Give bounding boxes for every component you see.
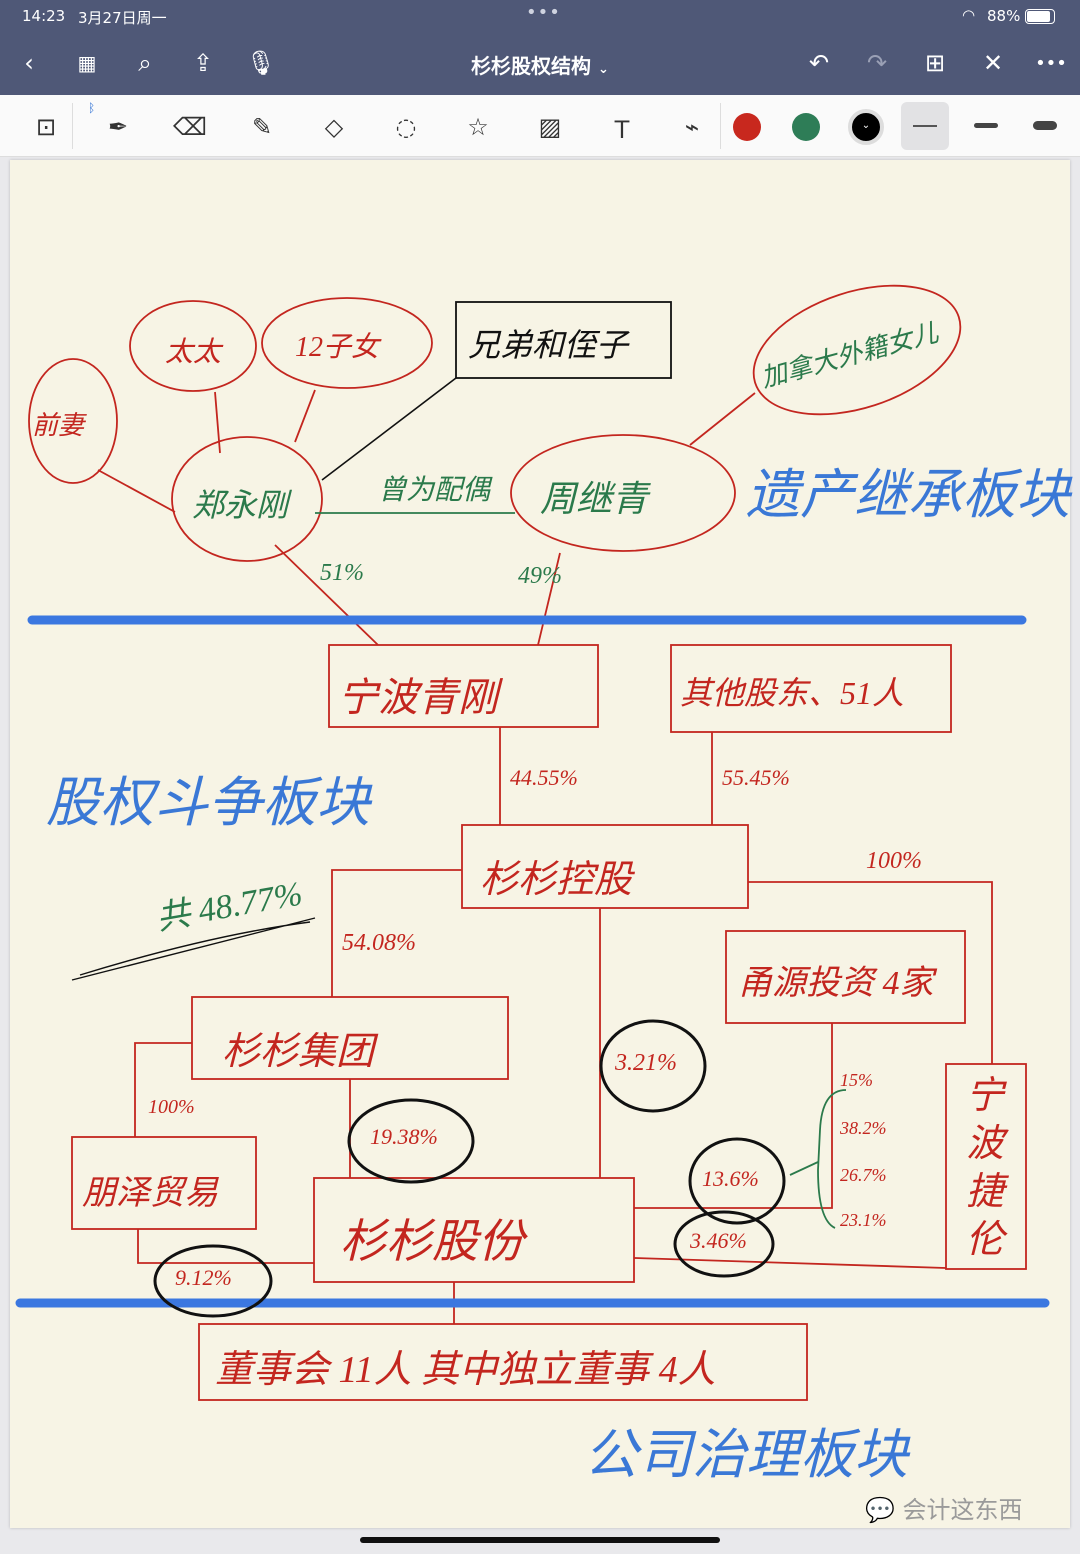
entity-ningbo-jielun: 宁波捷伦 bbox=[966, 1075, 1005, 1261]
stroke-thin-selected[interactable] bbox=[901, 102, 949, 150]
founder-label: 郑永刚 bbox=[192, 487, 289, 523]
pct-fund-to-shares: 13.6% bbox=[702, 1166, 759, 1191]
governance-section-label: 公司治理板块 bbox=[584, 1425, 908, 1485]
highlighter-icon[interactable]: ✎ bbox=[251, 113, 273, 141]
wife-label: 太太 bbox=[165, 337, 222, 368]
microphone-icon[interactable]: 🎙 bbox=[245, 49, 277, 77]
ellipse-ex-wife bbox=[28, 358, 118, 484]
stroke-medium[interactable] bbox=[974, 123, 998, 128]
equity-section-label: 股权斗争板块 bbox=[46, 773, 370, 833]
entity-fund: 甬源投资 4家 bbox=[738, 965, 934, 1002]
fund-part: 26.7% bbox=[840, 1165, 887, 1185]
image-icon[interactable]: ▨ bbox=[538, 113, 562, 141]
status-time: 14:23 bbox=[22, 7, 66, 25]
battery-percent: 88% bbox=[987, 7, 1021, 25]
nav-bar: ‹ ▦ ⌕ ⇪ 🎙 杉杉股权结构 ⌄ ↶ ↷ ⊞ ✕ ••• bbox=[0, 32, 1080, 95]
add-page-icon[interactable]: ⊞ bbox=[924, 49, 946, 77]
founder-pct: 51% bbox=[320, 560, 364, 586]
search-icon[interactable]: ⌕ bbox=[138, 49, 152, 77]
color-green[interactable] bbox=[792, 113, 820, 141]
divider bbox=[720, 103, 721, 149]
share-icon[interactable]: ⇪ bbox=[192, 49, 214, 77]
divider bbox=[72, 103, 73, 149]
entity-shares: 杉杉股份 bbox=[340, 1216, 524, 1267]
entity-holding: 杉杉控股 bbox=[480, 859, 633, 901]
color-black-selected[interactable]: ⌄ bbox=[848, 109, 884, 145]
pct-pengze-to-shares: 9.12% bbox=[175, 1265, 232, 1290]
sticker-icon[interactable]: ☆ bbox=[467, 113, 489, 141]
pct-holding-to-shares: 3.21% bbox=[615, 1050, 677, 1076]
ellipse-children bbox=[261, 297, 433, 389]
fund-part: 15% bbox=[840, 1070, 873, 1090]
fund-part: 23.1% bbox=[840, 1210, 887, 1230]
multitask-dots-icon[interactable]: ••• bbox=[526, 2, 561, 23]
pen-icon[interactable]: ✒ bbox=[107, 113, 129, 141]
bluetooth-icon: ᛒ bbox=[88, 101, 96, 115]
grid-icon[interactable]: ▦ bbox=[77, 51, 97, 75]
ex-wife-label: 前妻 bbox=[32, 411, 85, 440]
laser-pointer-icon[interactable]: ⌁ bbox=[684, 113, 700, 141]
entity-group: 杉杉集团 bbox=[222, 1031, 375, 1073]
wifi-icon: ◠ bbox=[962, 6, 976, 24]
entity-other-holders: 其他股东、51人 bbox=[680, 675, 905, 711]
spouse-pct: 49% bbox=[518, 563, 562, 589]
back-icon[interactable]: ‹ bbox=[24, 49, 34, 77]
zoom-window-icon[interactable]: ⊡ bbox=[35, 113, 57, 141]
tool-bar: ⊡ ᛒ ✒ ⌫ ✎ ◇ ◌ ☆ ▨ Ｔ ⌁ ⌄ bbox=[0, 95, 1080, 157]
inheritance-section-label: 遗产继承板块 bbox=[746, 465, 1070, 525]
more-icon[interactable]: ••• bbox=[1035, 52, 1067, 74]
board-label: 董事会 11人 其中独立董事 4人 bbox=[215, 1349, 716, 1391]
children-label: 12子女 bbox=[295, 332, 380, 363]
pct-qg-to-holding: 44.55% bbox=[510, 765, 578, 790]
pct-holding-to-jielun: 100% bbox=[866, 848, 922, 874]
document-title[interactable]: 杉杉股权结构 ⌄ bbox=[440, 50, 640, 79]
diagram-strokes bbox=[15, 284, 1050, 1401]
pct-group-to-pengze: 100% bbox=[148, 1096, 195, 1118]
status-date: 3月27日周一 bbox=[78, 9, 167, 27]
status-bar: 14:23 3月27日周一 ••• ◠ 88% bbox=[0, 0, 1080, 32]
pct-jielun-to-shares: 3.46% bbox=[690, 1228, 747, 1253]
shapes-icon[interactable]: ◇ bbox=[324, 113, 344, 141]
entity-ningbo-qinggang: 宁波青刚 bbox=[338, 675, 498, 720]
close-icon[interactable]: ✕ bbox=[982, 49, 1004, 77]
pct-group-to-shares: 19.38% bbox=[370, 1124, 438, 1149]
redo-icon[interactable]: ↷ bbox=[866, 49, 888, 77]
watermark: 💬 会计这东西 bbox=[865, 1490, 1023, 1525]
watermark-text: 会计这东西 bbox=[902, 1496, 1023, 1524]
chevron-down-icon: ⌄ bbox=[598, 62, 609, 77]
eraser-icon[interactable]: ⌫ bbox=[173, 113, 207, 141]
relatives-label: 兄弟和侄子 bbox=[468, 327, 629, 363]
stroke-thick[interactable] bbox=[1033, 121, 1057, 130]
ellipse-spouse bbox=[510, 434, 736, 552]
battery-icon bbox=[1025, 9, 1055, 24]
undo-icon[interactable]: ↶ bbox=[808, 49, 830, 77]
pct-others-to-holding: 55.45% bbox=[722, 765, 790, 790]
fund-part: 38.2% bbox=[840, 1118, 887, 1138]
title-text: 杉杉股权结构 bbox=[471, 54, 592, 78]
wechat-icon: 💬 bbox=[865, 1496, 895, 1524]
ellipse-spouse-child bbox=[752, 284, 962, 416]
ellipse-founder bbox=[171, 436, 323, 562]
pct-holding-to-group: 54.08% bbox=[342, 930, 416, 956]
entity-pengze: 朋泽贸易 bbox=[82, 1175, 218, 1212]
spouse-label: 周继青 bbox=[540, 479, 649, 519]
note-page[interactable]: 前妻 太太 12子女 兄弟和侄子 郑永刚 曾为配偶 周继青 加拿大外籍女儿 51… bbox=[10, 160, 1070, 1528]
lasso-icon[interactable]: ◌ bbox=[395, 113, 417, 141]
home-indicator[interactable] bbox=[360, 1537, 720, 1543]
ellipse-wife bbox=[129, 300, 257, 392]
relation-label: 曾为配偶 bbox=[378, 475, 491, 506]
color-red[interactable] bbox=[733, 113, 761, 141]
text-tool-icon[interactable]: Ｔ bbox=[610, 115, 634, 144]
